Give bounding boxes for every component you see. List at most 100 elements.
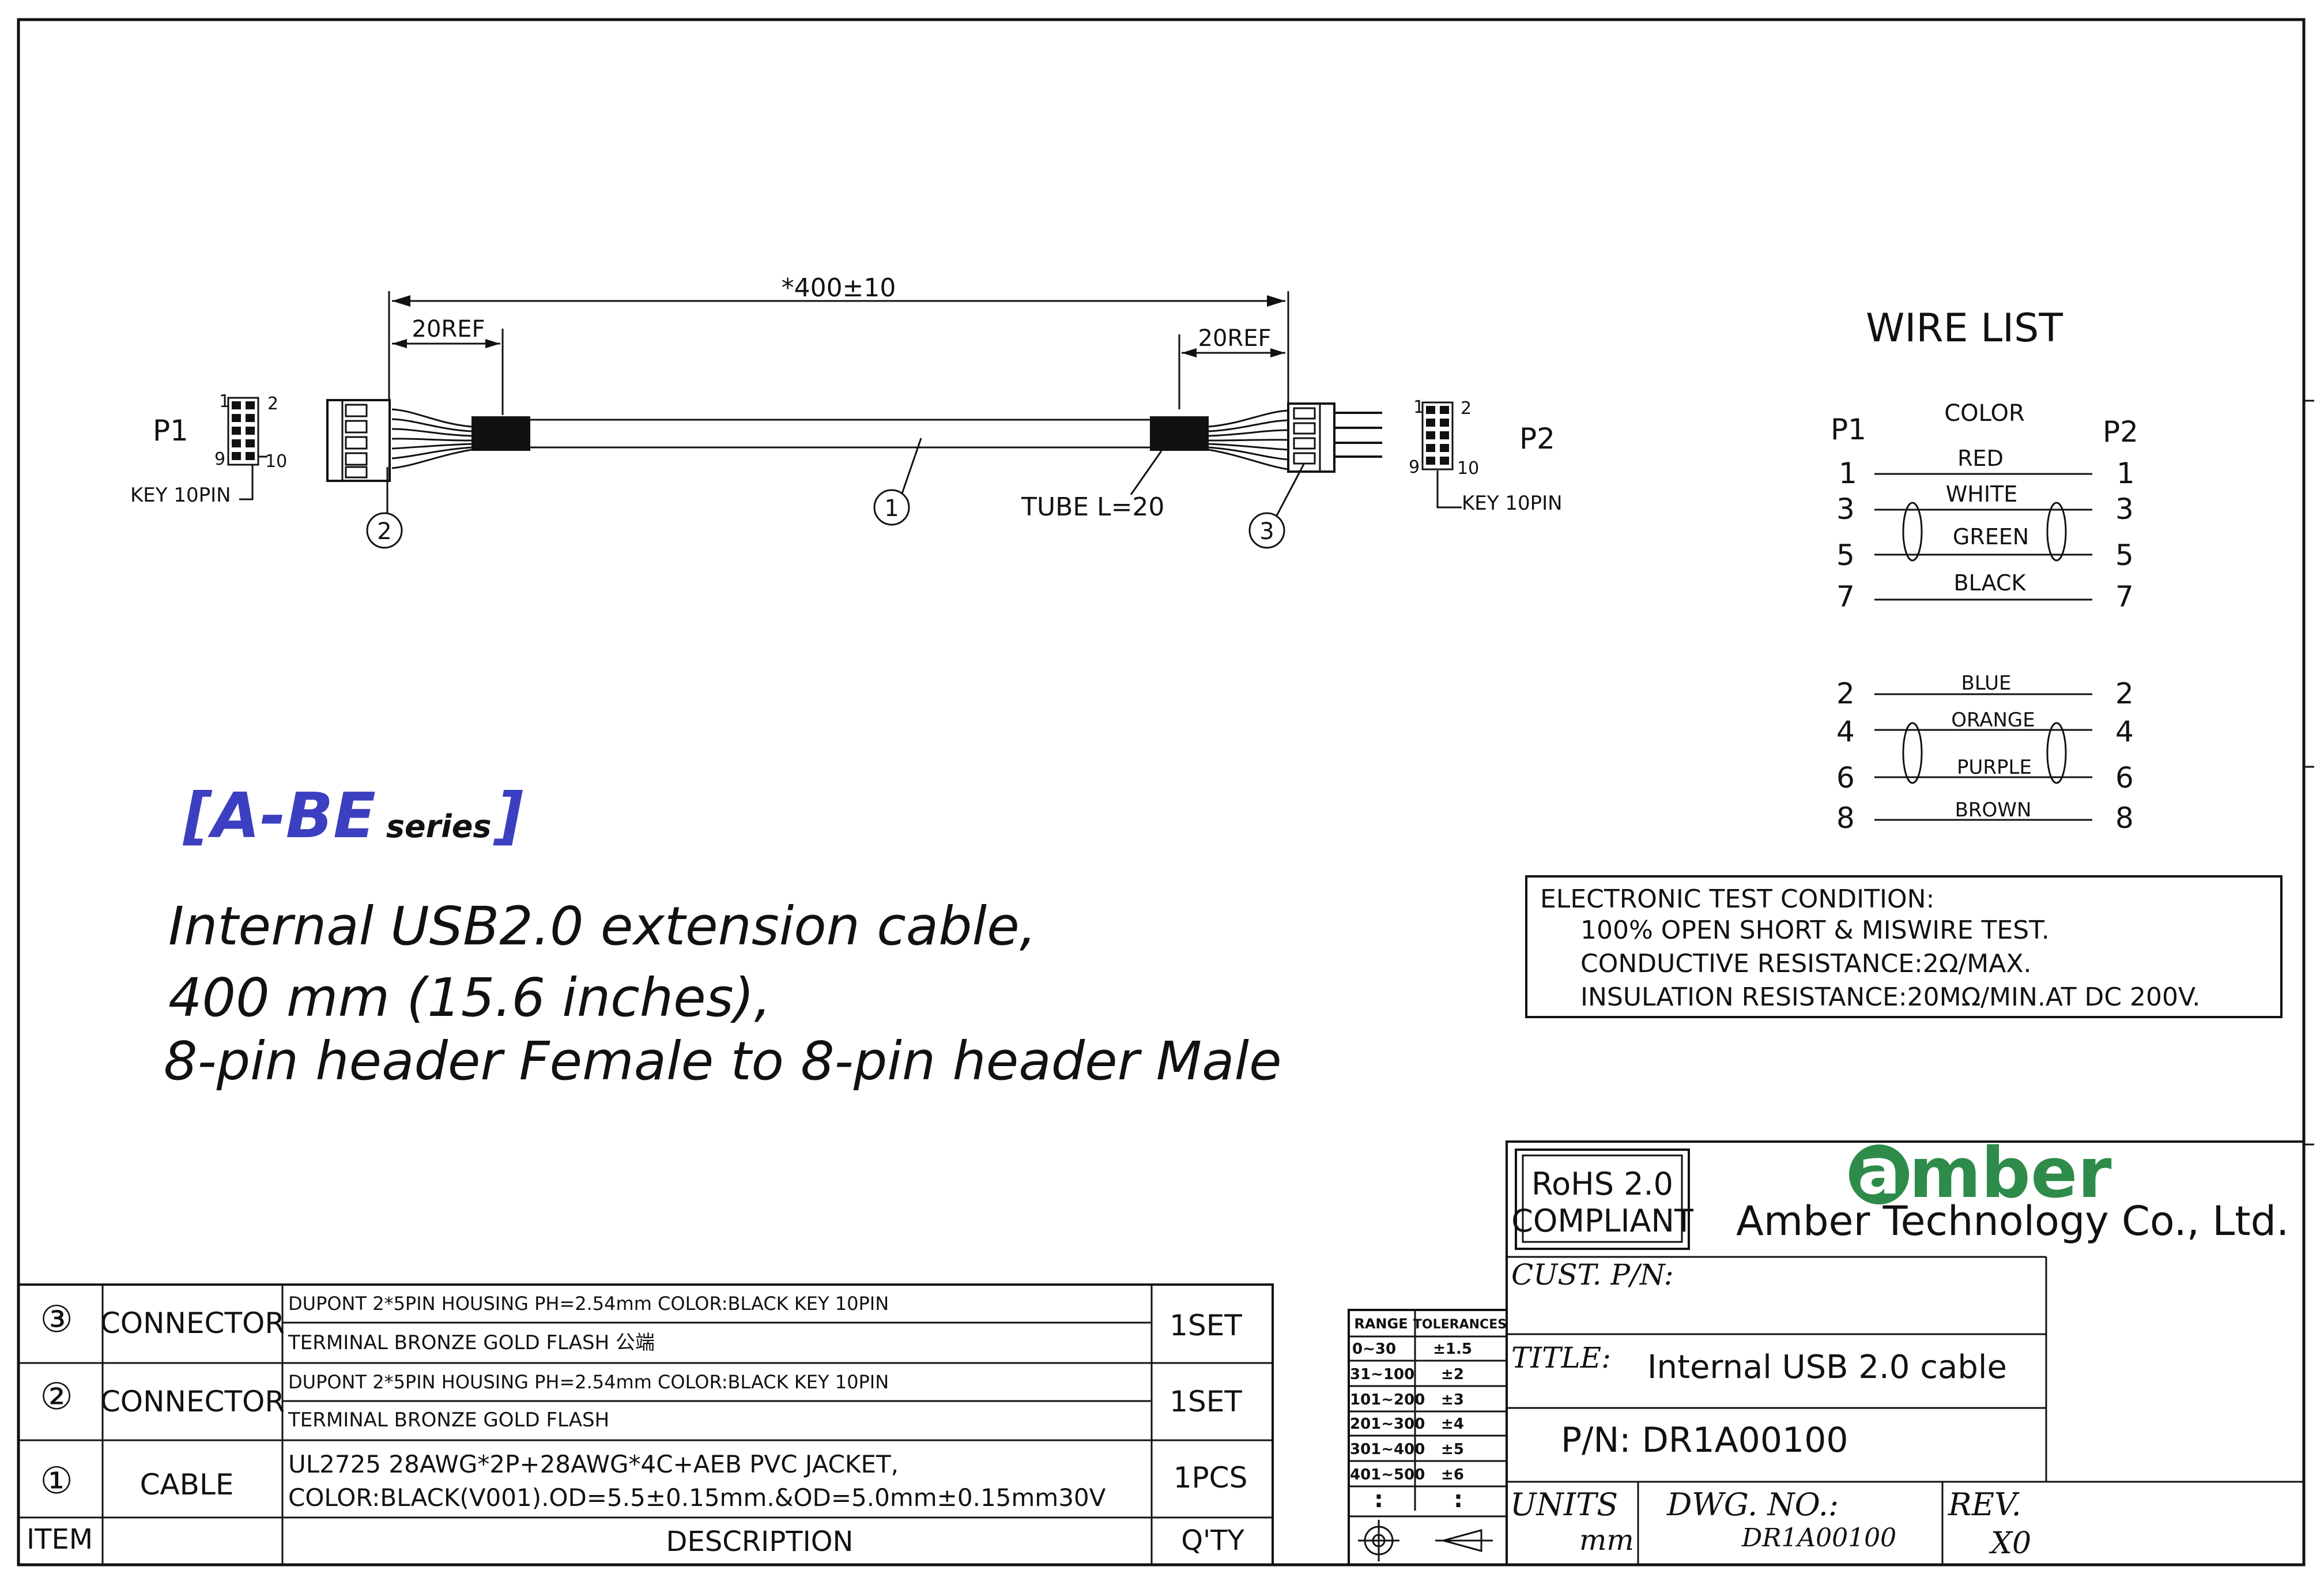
tol-range-6: 401~500 bbox=[1350, 1466, 1425, 1483]
part-number: P/N: DR1A00100 bbox=[1561, 1420, 1848, 1460]
bom-row-1-qty: 1PCS bbox=[1174, 1461, 1248, 1494]
wire-6-p1: 6 bbox=[1836, 761, 1855, 794]
test-condition-title: ELECTRONIC TEST CONDITION: bbox=[1540, 884, 1934, 914]
rohs-badge bbox=[1515, 1149, 1690, 1250]
dimension-ref-left: 20REF bbox=[412, 316, 485, 342]
tol-value-1: ±1.5 bbox=[1433, 1341, 1472, 1358]
p2-pin-1: 1 bbox=[1413, 397, 1424, 417]
p1-pin-header bbox=[227, 397, 267, 466]
p2-label: P2 bbox=[1519, 422, 1555, 455]
wire-2-color: BLUE bbox=[1961, 672, 2012, 695]
tol-value-6: ±6 bbox=[1441, 1466, 1464, 1483]
bom-row-3-name: CONNECTOR bbox=[100, 1306, 285, 1340]
logo-mber: mber bbox=[1909, 1134, 2112, 1214]
tol-range-5: 301~400 bbox=[1350, 1441, 1425, 1458]
balloon-1-text: 1 bbox=[884, 495, 899, 522]
rev-value: X0 bbox=[1989, 1526, 2031, 1561]
bom-row-3-qty: 1SET bbox=[1169, 1309, 1242, 1342]
wire-7-color: BLACK bbox=[1954, 570, 2027, 596]
wire-2-p1: 2 bbox=[1836, 677, 1855, 710]
balloon-2 bbox=[366, 512, 403, 549]
wire-4-color: ORANGE bbox=[1951, 709, 2035, 732]
projection-symbol-icon bbox=[1358, 1520, 1493, 1561]
logo-a: a bbox=[1858, 1135, 1900, 1208]
wire-5-p1: 5 bbox=[1836, 539, 1855, 572]
tol-dots-right: : bbox=[1454, 1486, 1463, 1513]
wire-8-p1: 8 bbox=[1836, 801, 1855, 835]
connector-p1-housing bbox=[326, 399, 391, 482]
wire-2-p2: 2 bbox=[2115, 677, 2134, 710]
title-value: Internal USB 2.0 cable bbox=[1647, 1349, 2007, 1386]
bom-row-1-item: ① bbox=[40, 1460, 73, 1503]
wire-list-p2-header: P2 bbox=[2103, 415, 2138, 449]
p1-pin-10: 10 bbox=[265, 451, 287, 472]
tol-range-3: 101~200 bbox=[1350, 1391, 1425, 1409]
bom-row-2-desc1: DUPONT 2*5PIN HOUSING PH=2.54mm COLOR:BL… bbox=[288, 1371, 889, 1393]
wire-6-p2: 6 bbox=[2115, 761, 2134, 794]
p2-pin-header bbox=[1421, 401, 1454, 470]
bom-row-3-item: ③ bbox=[40, 1298, 73, 1341]
wire-list-p1-header: P1 bbox=[1831, 413, 1866, 446]
tol-header-range: RANGE bbox=[1354, 1316, 1408, 1332]
tol-range-2: 31~100 bbox=[1350, 1366, 1414, 1383]
connector-p2-housing bbox=[1287, 402, 1382, 473]
rev-label: REV. bbox=[1948, 1486, 2021, 1523]
description-line2: 400 mm (15.6 inches), bbox=[168, 967, 771, 1029]
tol-value-4: ±4 bbox=[1441, 1415, 1464, 1433]
dimension-total: *400±10 bbox=[782, 273, 896, 303]
p1-key-label: KEY 10PIN bbox=[130, 484, 231, 507]
bom-table: ③ CONNECTOR DUPONT 2*5PIN HOUSING PH=2.5… bbox=[17, 1283, 1274, 1566]
bom-row-2-item: ② bbox=[40, 1376, 73, 1418]
units-label: UNITS bbox=[1510, 1486, 1618, 1523]
balloon-2-text: 2 bbox=[377, 518, 391, 545]
bom-row-1-desc2: COLOR:BLACK(V001).OD=5.5±0.15mm.&OD=5.0m… bbox=[288, 1483, 1106, 1512]
tol-value-3: ±3 bbox=[1441, 1391, 1464, 1409]
p1-pin-1: 1 bbox=[219, 391, 230, 412]
test-condition-line1: 100% OPEN SHORT & MISWIRE TEST. bbox=[1580, 916, 2050, 945]
tol-range-1: 0~30 bbox=[1352, 1341, 1396, 1358]
bom-header-item: ITEM bbox=[27, 1523, 93, 1556]
tol-value-2: ±2 bbox=[1441, 1366, 1464, 1383]
p2-pin-2: 2 bbox=[1461, 398, 1472, 419]
wire-4-p2: 4 bbox=[2115, 715, 2134, 748]
units-value: mm bbox=[1579, 1523, 1634, 1557]
balloon-3 bbox=[1248, 512, 1285, 549]
tol-dots-left: : bbox=[1374, 1486, 1383, 1513]
tube-right bbox=[1150, 416, 1209, 451]
p1-label: P1 bbox=[153, 414, 188, 447]
wire-5-color: GREEN bbox=[1953, 524, 2029, 549]
wire-7-p1: 7 bbox=[1836, 580, 1855, 613]
rohs-line1: RoHS 2.0 bbox=[1531, 1166, 1673, 1202]
rohs-line2: COMPLIANT bbox=[1511, 1203, 1694, 1239]
balloon-1 bbox=[873, 489, 910, 526]
bom-row-3-desc1: DUPONT 2*5PIN HOUSING PH=2.54mm COLOR:BL… bbox=[288, 1293, 889, 1315]
p2-pin-9: 9 bbox=[1409, 457, 1420, 477]
amber-logo: a mber bbox=[1849, 1134, 2112, 1214]
test-condition-line3: INSULATION RESISTANCE:20MΩ/MIN.AT DC 200… bbox=[1580, 982, 2200, 1012]
wire-3-p2: 3 bbox=[2115, 492, 2134, 526]
cust-pn-label: CUST. P/N: bbox=[1511, 1258, 1674, 1291]
cable-drawing: *400±10 20REF 20REF bbox=[130, 273, 1563, 549]
p1-pin-2: 2 bbox=[267, 394, 278, 414]
tol-range-4: 201~300 bbox=[1350, 1415, 1425, 1433]
balloon-3-text: 3 bbox=[1259, 518, 1274, 545]
title-block: RoHS 2.0 COMPLIANT a mber Amber Technolo… bbox=[1506, 1134, 2305, 1566]
test-condition-line2: CONDUCTIVE RESISTANCE:2Ω/MAX. bbox=[1580, 949, 2031, 978]
wire-1-p2: 1 bbox=[2116, 457, 2135, 490]
dimension-ref-right: 20REF bbox=[1198, 325, 1272, 352]
tube-left bbox=[471, 416, 530, 451]
company-name: Amber Technology Co., Ltd. bbox=[1736, 1198, 2289, 1245]
wire-5-p2: 5 bbox=[2115, 539, 2134, 572]
wire-1-p1: 1 bbox=[1839, 457, 1857, 490]
bom-row-2-desc2: TERMINAL BRONZE GOLD FLASH bbox=[288, 1409, 609, 1432]
tol-value-5: ±5 bbox=[1441, 1441, 1464, 1458]
bom-header-qty: Q'TY bbox=[1181, 1524, 1244, 1557]
p2-key-label: KEY 10PIN bbox=[1462, 492, 1563, 515]
bom-row-1-name: CABLE bbox=[140, 1468, 234, 1501]
description-line1: Internal USB2.0 extension cable, bbox=[168, 895, 1036, 957]
p2-pin-10: 10 bbox=[1457, 458, 1479, 479]
tolerance-table: RANGE TOLERANCES 0~30 ±1.5 31~100 ±2 101… bbox=[1348, 1309, 1508, 1566]
wire-list-title: WIRE LIST bbox=[1866, 306, 2063, 351]
